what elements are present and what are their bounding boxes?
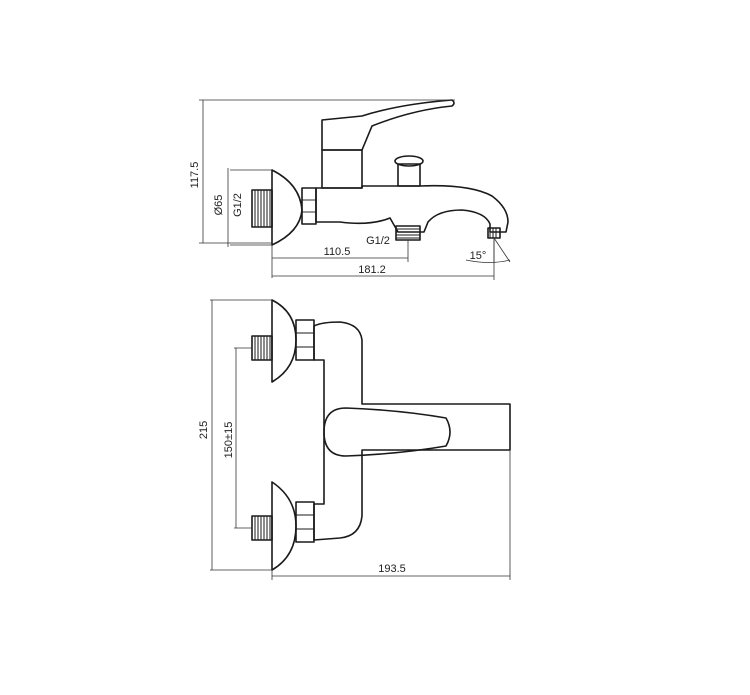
side-diverter-knob [394,155,424,187]
dim-outlet-offset-label: 110.5 [324,246,351,258]
top-mixer-body [313,321,511,541]
top-upper-inlet-thread [251,335,273,361]
dim-inlet-spacing-label: 150±15 [223,422,235,459]
dim-outlet-offset [271,240,409,278]
dim-inlet-spacing [234,347,252,529]
side-outlet-thread [395,225,421,241]
dim-height-117-5 [199,99,455,244]
side-spout-aerator [487,227,501,239]
spout-angle-label: 15° [470,250,487,262]
spout-angle-marker [465,237,511,263]
side-handle-base [321,149,363,189]
dim-overall-height-label: 215 [198,421,210,439]
outlet-thread-label: G1/2 [366,235,390,247]
top-lower-wall-plate [271,481,297,571]
side-wall-plate [271,169,303,246]
dim-depth [271,450,511,580]
top-lower-inlet-thread [251,515,273,541]
dim-overall-height [210,299,272,571]
dim-height-label: 117.5 [189,162,201,189]
side-view: 117.5 Ø65 G1/2 110.5 G1/2 181.2 15° [189,99,511,280]
dim-spout-length-label: 181.2 [358,264,386,276]
top-view: 215 150±15 193.5 [198,299,511,580]
top-upper-wall-plate [271,299,297,383]
side-mixer-body [315,184,509,233]
inlet-thread-label: G1/2 [232,193,244,217]
side-inlet-thread [251,189,273,228]
dim-depth-label: 193.5 [378,563,406,575]
side-lever-handle [321,99,455,151]
side-hex-nut [301,187,317,225]
dim-diameter-label: Ø65 [213,195,225,216]
top-lever-handle [323,407,451,457]
top-upper-hex-nut [295,319,315,361]
top-lower-hex-nut [295,501,315,543]
dim-diameter-65 [227,168,272,247]
